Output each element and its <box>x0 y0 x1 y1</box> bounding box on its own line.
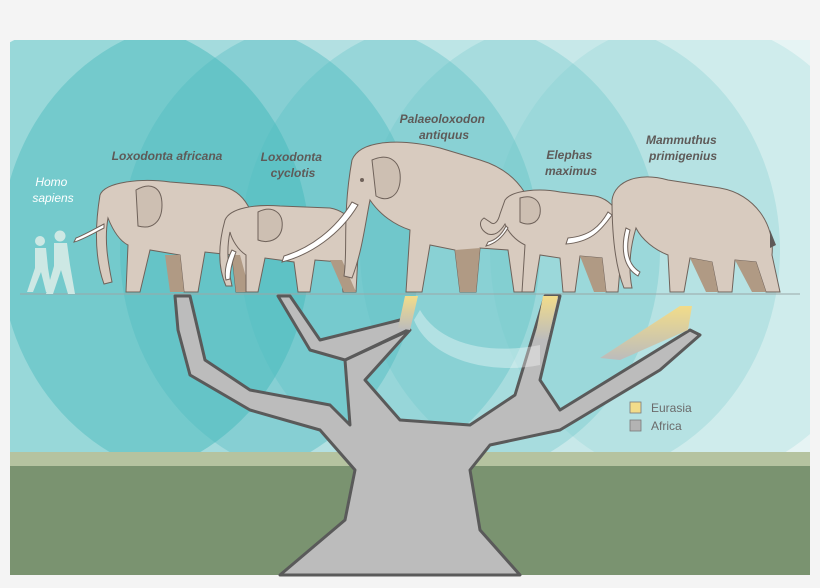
species-labels: Homo sapiens Loxodonta africana Loxodont… <box>32 112 720 205</box>
branch-tip-elephas <box>535 296 558 340</box>
elephant-elephas-maximus <box>480 189 624 293</box>
label-elephas-maximus: Elephas maximus <box>545 148 597 178</box>
branch-tip-palaeoloxodon <box>398 296 418 330</box>
elephant-mammuthus-primigenius <box>565 176 781 293</box>
branch-tip-mammuthus <box>600 306 692 360</box>
tree-trunk <box>173 294 702 577</box>
label-loxodonta-cyclotis: Loxodonta cyclotis <box>261 150 326 180</box>
elephant-palaeoloxodon-antiquus <box>281 141 537 293</box>
legend: Eurasia Africa <box>629 401 692 433</box>
legend-swatch-eurasia <box>629 401 642 414</box>
human-silhouettes <box>27 230 75 294</box>
legend-swatch-africa <box>629 419 642 432</box>
label-mammuthus-primigenius: Mammuthus primigenius <box>646 133 720 163</box>
elephant-loxodonta-cyclotis <box>219 205 360 293</box>
elephant-loxodonta-africana <box>73 180 256 293</box>
label-homo-sapiens: Homo sapiens <box>32 175 73 205</box>
phylogenetic-tree <box>173 294 702 577</box>
label-palaeoloxodon-antiquus: Palaeoloxodon antiquus <box>400 112 489 142</box>
label-loxodonta-africana: Loxodonta africana <box>112 149 223 163</box>
legend-label-africa: Africa <box>651 419 682 433</box>
gene-flow-ribbon <box>414 310 540 368</box>
legend-label-eurasia: Eurasia <box>651 401 692 415</box>
